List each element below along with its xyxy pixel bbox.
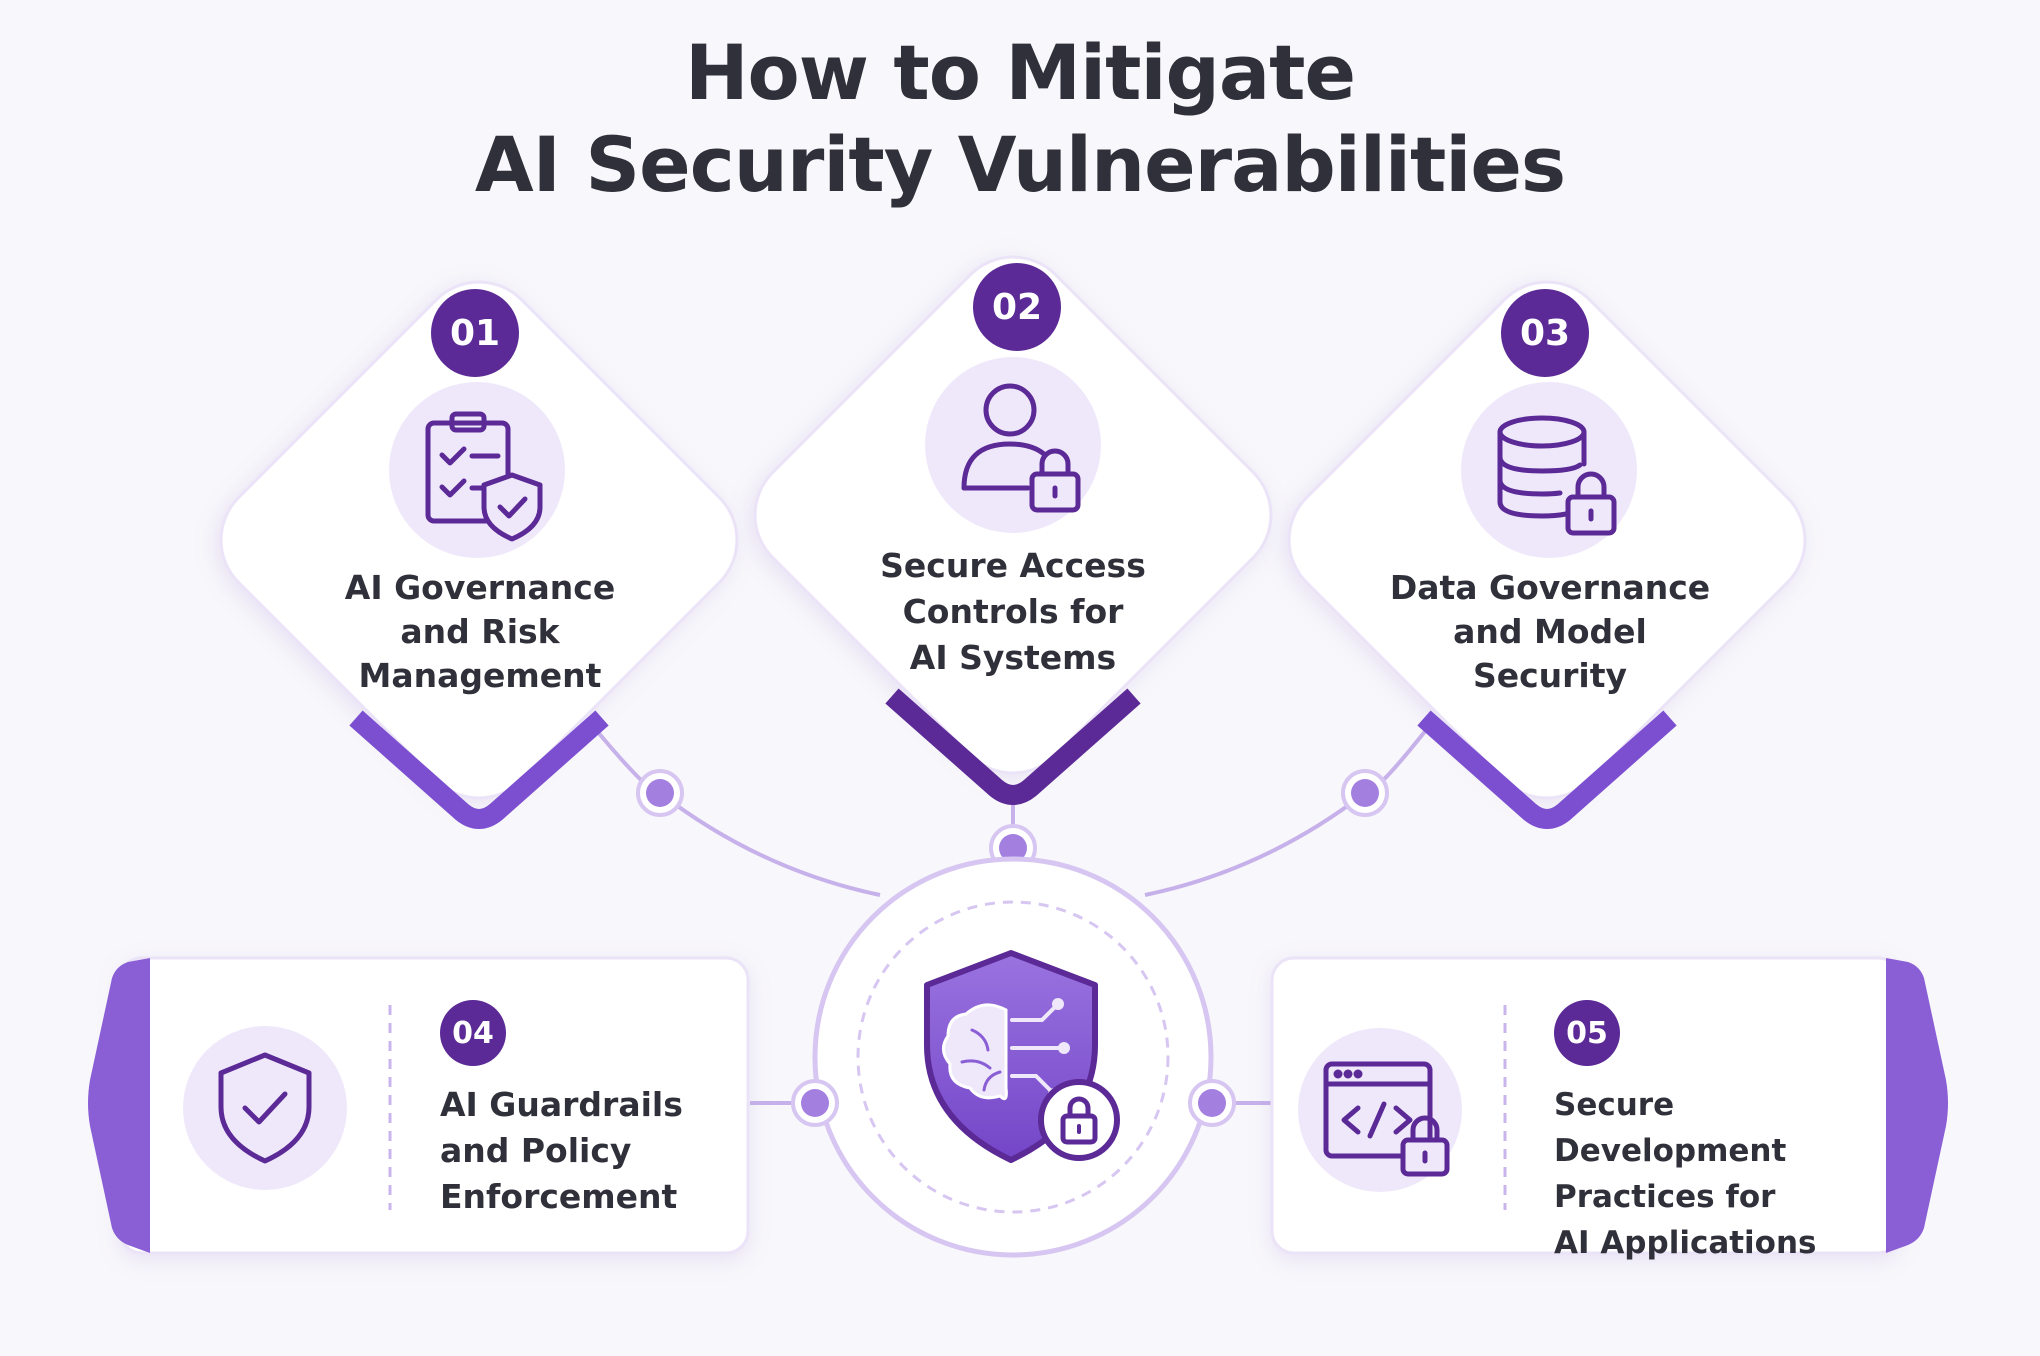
step-05-label: Secure Development Practices for AI Appl… (1554, 1082, 1884, 1266)
step-01-label-line: AI Governance (344, 568, 616, 607)
step-05-label-line: Practices for (1554, 1179, 1776, 1215)
step-05-badge: 05 (1554, 1000, 1620, 1066)
step-04-accent (88, 958, 150, 1253)
title-line-2: AI Security Vulnerabilities (474, 120, 1566, 209)
step-01-label-line: Management (358, 656, 602, 695)
title-line-1: How to Mitigate (684, 28, 1356, 117)
step-01-label: AI Governance and Risk Management (300, 566, 660, 698)
user-lock-icon (961, 383, 1081, 513)
step-04-label-line: Enforcement (440, 1177, 678, 1216)
connector-01 (590, 723, 881, 897)
step-04-label-line: and Policy (440, 1131, 632, 1170)
central-hub (812, 856, 1214, 1258)
step-05-label-line: AI Applications (1554, 1225, 1817, 1261)
database-lock-icon (1497, 415, 1617, 536)
step-01-label-line: and Risk (400, 612, 560, 651)
step-01-icon-bg (389, 382, 565, 558)
step-04-badge: 04 (440, 1000, 506, 1066)
code-window-lock-icon (1323, 1061, 1450, 1177)
step-04-icon-bg (183, 1026, 347, 1190)
step-05-label-line: Secure Development (1554, 1087, 1787, 1169)
clipboard-shield-icon (425, 411, 543, 542)
step-03-label-line: and Model (1453, 612, 1647, 651)
brain-shield-lock-icon (924, 950, 1120, 1163)
step-03-card (1287, 280, 1807, 829)
step-05-card (1270, 956, 1948, 1255)
step-04-label: AI Guardrails and Policy Enforcement (440, 1082, 740, 1220)
step-03-label-line: Security (1472, 656, 1628, 695)
step-05-accent (1886, 958, 1948, 1253)
step-04-label-line: AI Guardrails (440, 1085, 683, 1124)
step-04-card (88, 956, 750, 1255)
step-02-accent (885, 688, 1141, 805)
step-03-badge: 03 (1501, 289, 1589, 377)
step-02-label: Secure Access Controls for AI Systems (833, 543, 1193, 681)
shield-check-icon (218, 1052, 312, 1164)
side-nodes (791, 1079, 1236, 1127)
step-03-label-line: Data Governance (1389, 568, 1711, 607)
connector-03 (1144, 723, 1432, 897)
step-02-badge: 02 (973, 263, 1061, 351)
step-02-label-line: Secure Access (880, 546, 1146, 585)
step-02-label-line: Controls for (902, 592, 1124, 631)
step-03-accent (1417, 710, 1677, 829)
step-02-card (753, 255, 1273, 805)
step-01-card (219, 280, 739, 829)
step-03-label: Data Governance and Model Security (1355, 566, 1745, 698)
step-01-accent (349, 710, 609, 829)
step-02-label-line: AI Systems (909, 638, 1117, 677)
step-01-badge: 01 (431, 289, 519, 377)
